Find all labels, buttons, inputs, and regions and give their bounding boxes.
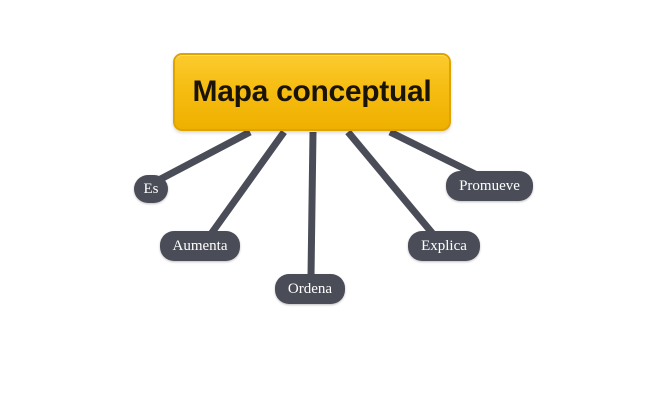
edge-to-promueve [388,128,477,178]
central-concept-node[interactable]: Mapa conceptual [173,53,451,131]
node-explica[interactable]: Explica [408,231,480,261]
node-explica-label: Explica [421,237,467,254]
node-es-label: Es [143,180,159,197]
node-promueve[interactable]: Promueve [446,171,533,201]
node-aumenta-label: Aumenta [172,237,228,254]
edge-to-aumenta [208,129,287,237]
node-ordena[interactable]: Ordena [275,274,345,304]
node-ordena-label: Ordena [287,280,333,297]
node-es[interactable]: Es [134,175,168,203]
node-aumenta[interactable]: Aumenta [160,231,240,261]
edge-to-ordena [307,131,317,277]
edge-to-es [153,128,252,186]
central-concept-label: Mapa conceptual [192,75,432,108]
edge-to-explica [345,129,436,237]
node-promueve-label: Promueve [459,177,520,194]
